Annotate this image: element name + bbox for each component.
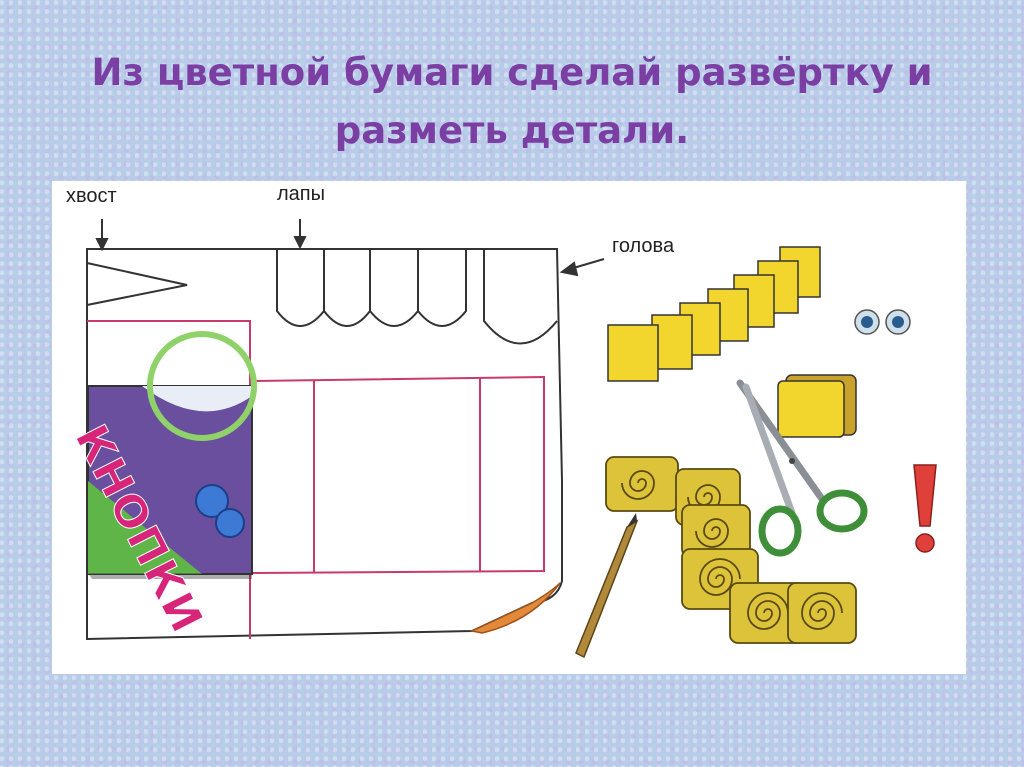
head-squares (607, 246, 821, 382)
buttons-box (87, 331, 257, 579)
spiral-pieces (605, 456, 857, 644)
eyes-icon (854, 309, 911, 335)
scissors-icon (736, 379, 868, 557)
pencil-icon (575, 513, 639, 659)
label-paws: лапы (277, 183, 325, 205)
net-outline (87, 320, 545, 639)
yellow-block (777, 374, 857, 438)
page-title: Из цветной бумаги сделай развёртку и раз… (0, 44, 1024, 160)
title-line-2: разметь детали. (334, 109, 690, 152)
label-head: голова (612, 235, 675, 257)
label-tail: хвост (66, 185, 117, 207)
curled-corner (469, 582, 561, 634)
arrow-icon (95, 219, 605, 277)
tail-shape (86, 262, 188, 306)
exclamation-icon (913, 464, 937, 553)
illustration (86, 219, 937, 659)
paws-shapes (276, 249, 558, 345)
illustration-panel: хвост лапы голова КНОПКИ (52, 181, 966, 674)
title-line-1: Из цветной бумаги сделай развёртку и (91, 51, 933, 94)
